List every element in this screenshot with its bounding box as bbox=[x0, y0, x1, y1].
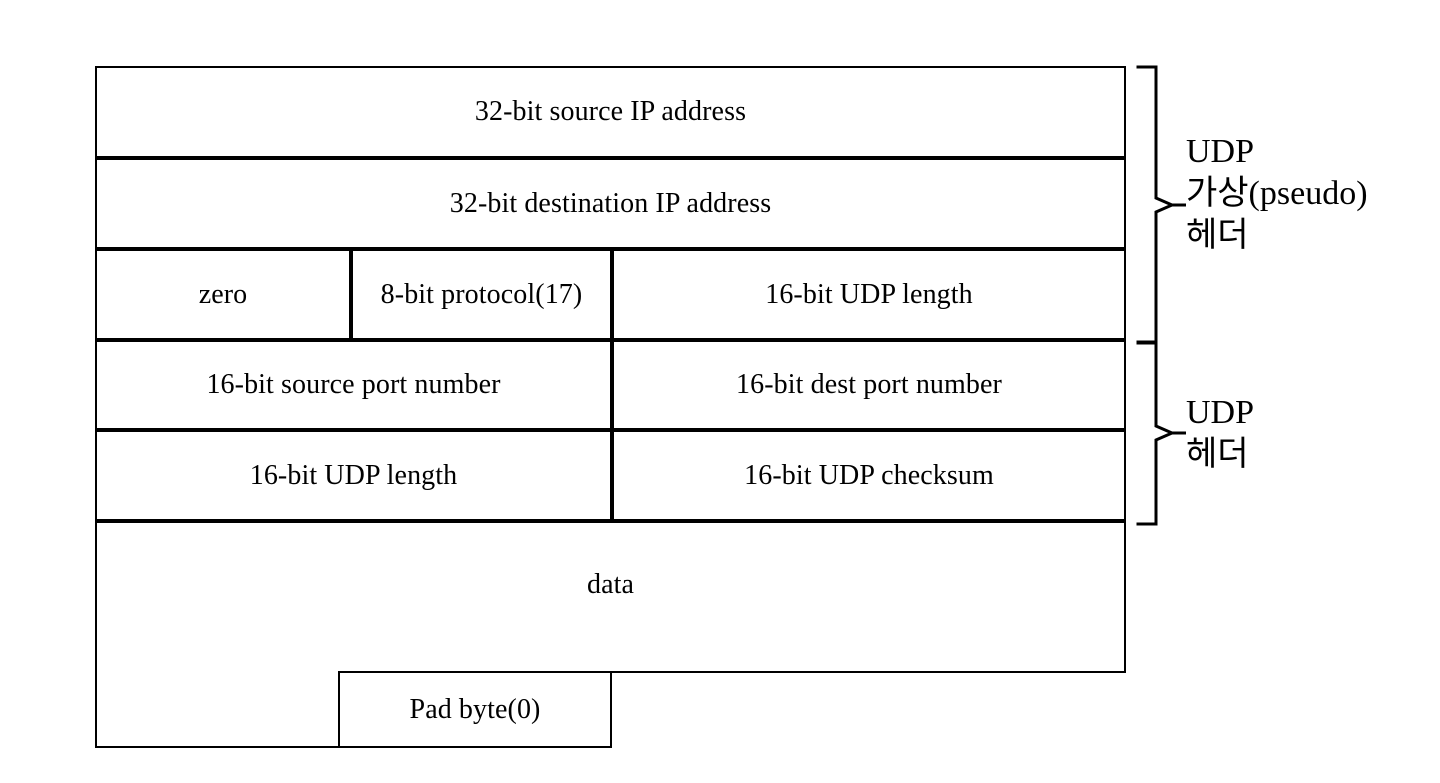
field-zero: zero bbox=[95, 249, 351, 340]
field-source-ip: 32-bit source IP address bbox=[95, 66, 1126, 158]
field-data-label: data bbox=[586, 569, 635, 600]
field-pad-byte-label: Pad byte(0) bbox=[409, 693, 541, 725]
udp-header-brace-icon bbox=[1136, 340, 1186, 526]
field-udp-length-label: 16-bit UDP length bbox=[249, 459, 458, 491]
field-source-port-label: 16-bit source port number bbox=[206, 369, 501, 400]
pseudo-header-brace bbox=[1136, 60, 1188, 350]
field-data: data bbox=[95, 521, 1126, 673]
pseudo-header-brace-icon bbox=[1136, 65, 1186, 345]
field-source-port: 16-bit source port number bbox=[95, 340, 612, 430]
field-destination-ip-label: 32-bit destination IP address bbox=[449, 187, 772, 219]
field-pad-byte: Pad byte(0) bbox=[338, 671, 612, 748]
udp-header-brace bbox=[1136, 335, 1188, 531]
field-zero-label: zero bbox=[198, 278, 248, 310]
field-protocol: 8-bit protocol(17) bbox=[351, 249, 612, 340]
field-pseudo-udp-length: 16-bit UDP length bbox=[612, 249, 1126, 340]
field-udp-length: 16-bit UDP length bbox=[95, 430, 612, 521]
field-pseudo-udp-length-label: 16-bit UDP length bbox=[765, 278, 973, 310]
udp-header-brace-label: UDP 헤더 bbox=[1186, 394, 1255, 474]
field-udp-checksum-label: 16-bit UDP checksum bbox=[744, 459, 994, 491]
field-dest-port: 16-bit dest port number bbox=[612, 340, 1126, 430]
field-dest-port-label: 16-bit dest port number bbox=[736, 369, 1002, 400]
pseudo-header-brace-label: UDP 가상(pseudo) 헤더 bbox=[1186, 133, 1368, 255]
field-source-ip-label: 32-bit source IP address bbox=[474, 96, 747, 127]
data-block-skirt bbox=[95, 671, 340, 748]
field-destination-ip: 32-bit destination IP address bbox=[95, 158, 1126, 249]
field-udp-checksum: 16-bit UDP checksum bbox=[612, 430, 1126, 521]
field-protocol-label: 8-bit protocol(17) bbox=[380, 278, 583, 310]
